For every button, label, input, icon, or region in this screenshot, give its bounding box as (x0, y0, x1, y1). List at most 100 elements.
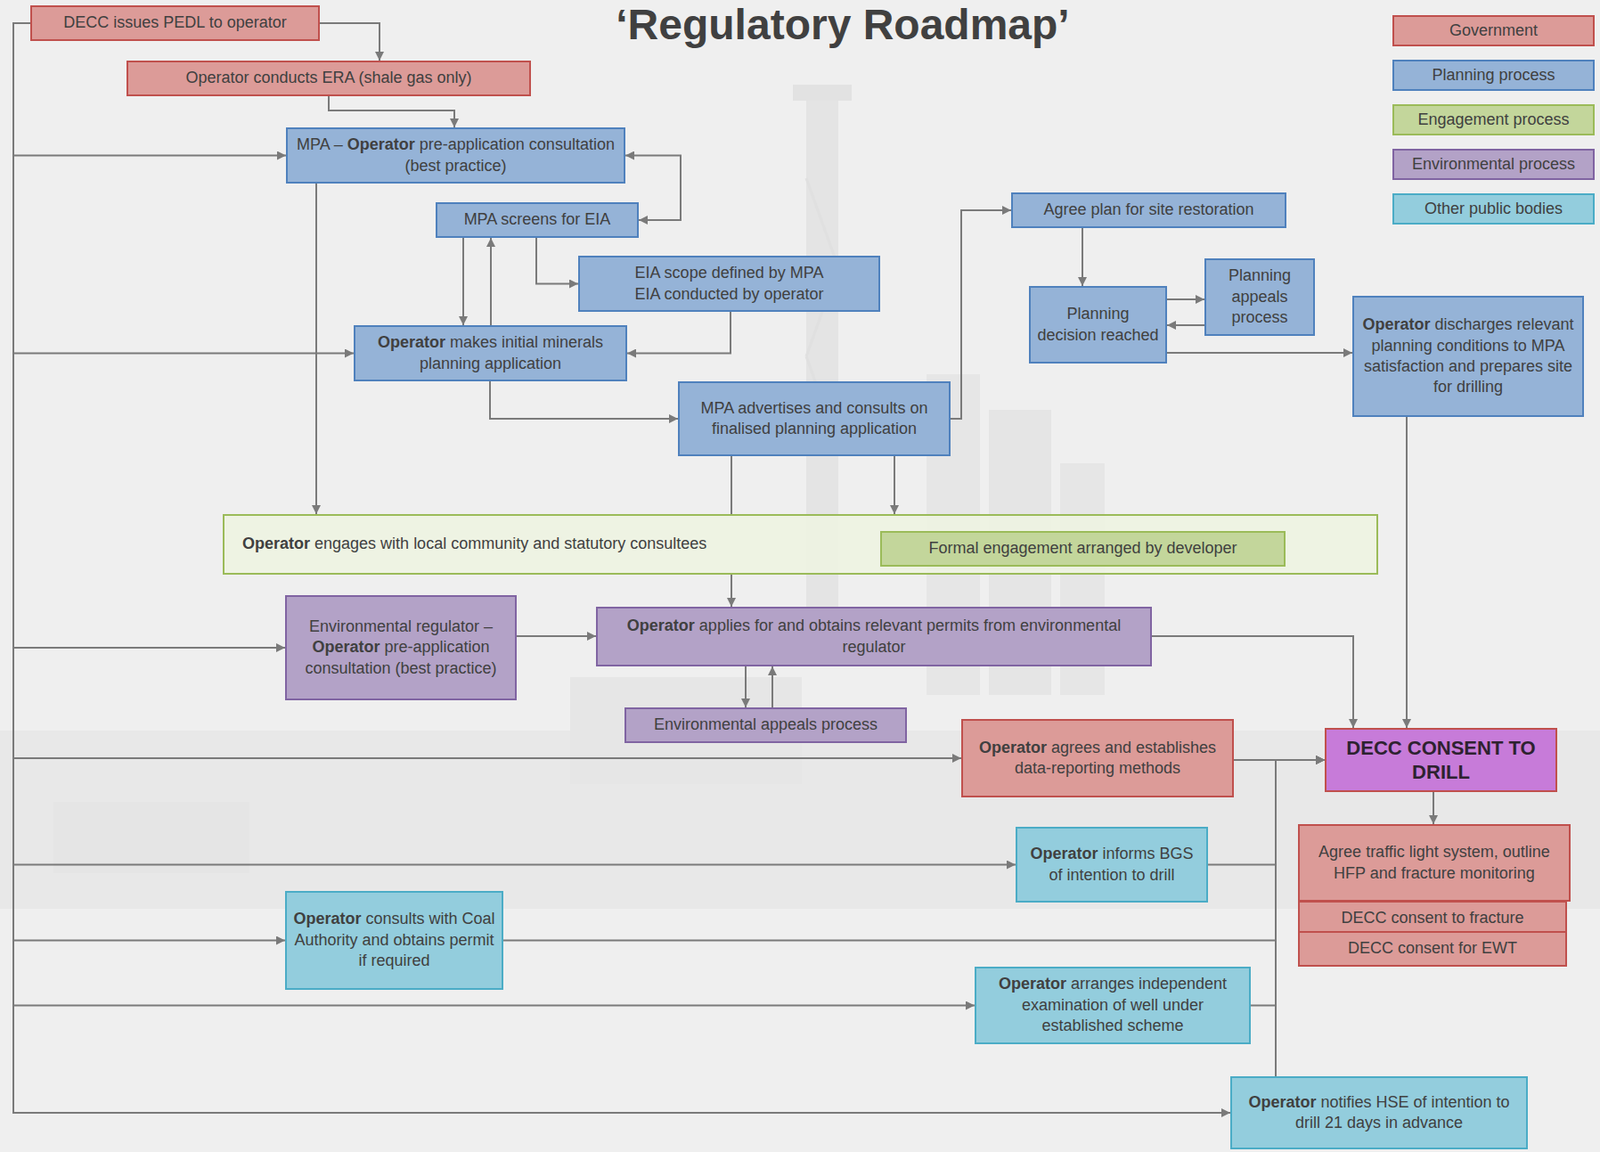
connector-arrow (771, 666, 774, 708)
text-run: regulator (841, 637, 906, 656)
connector-arrow (1151, 636, 1354, 728)
box-text: Formal engagement arranged by developer (928, 538, 1237, 559)
text-run: to (1513, 336, 1532, 355)
box-text: Planning decision reached (1036, 303, 1160, 346)
text-run: well (1130, 995, 1163, 1014)
text-run: Authority (293, 930, 362, 949)
box-text: Environmental regulator – Operator pre-a… (293, 616, 509, 679)
connector-arrow (13, 23, 286, 941)
planning-box: MPA – Operator pre-application consultat… (285, 127, 626, 184)
text-run: advance (1402, 1113, 1463, 1132)
text-run: Coal (462, 909, 496, 928)
text-run: intention (1066, 865, 1132, 884)
public-body-box: Operator notifies HSE of intention to dr… (1230, 1076, 1528, 1150)
diagram-title: ‘Regulatory Roadmap’ (441, 0, 1244, 50)
text-run: Operator (377, 333, 450, 352)
text-run: consultees (629, 534, 707, 553)
legend-swatch: Government (1392, 15, 1595, 47)
text-run: and (532, 534, 564, 553)
text-run: consultation (529, 135, 615, 154)
text-run: from (983, 616, 1021, 635)
box-text: Operator informs BGS of intention to dri… (1023, 843, 1200, 886)
text-run: relevant (865, 616, 927, 635)
text-run: MPA (1531, 336, 1566, 355)
connector-arrow (950, 210, 1012, 419)
text-run: required (370, 951, 430, 970)
text-run: Environmental (309, 617, 417, 636)
text-run: notifies (1320, 1093, 1376, 1111)
text-run: – (334, 135, 348, 154)
text-run: obtains (393, 930, 450, 949)
text-run: Operator (242, 534, 315, 553)
box-text: Operator arranges independent examinatio… (982, 973, 1243, 1037)
legend-text: Government (1449, 20, 1538, 41)
text-run: environmental (1020, 616, 1121, 635)
public-body-box: Operator arranges independent examinatio… (974, 966, 1251, 1045)
legend-text: Other public bodies (1424, 198, 1563, 220)
box-text: Planning appeals process (1212, 265, 1307, 328)
text-run: intention (1431, 1093, 1497, 1111)
text-run: to (1132, 865, 1151, 884)
text-run: practice) (435, 659, 498, 678)
planning-box: Agree plan for site restoration (1011, 192, 1287, 229)
text-run: and (361, 930, 393, 949)
planning-box: EIA scope defined by MPAEIA conducted by… (578, 255, 881, 312)
text-run: and (1104, 738, 1136, 757)
environmental-box: Environmental appeals process (624, 707, 907, 743)
public-body-box: Operator consults with Coal Authority an… (285, 890, 504, 990)
text-run: of (1413, 1093, 1432, 1111)
text-run: data-reporting (1014, 759, 1119, 777)
environmental-box: Environmental regulator – Operator pre-a… (285, 595, 517, 701)
legend-text: Engagement process (1417, 109, 1569, 131)
text-run: drill (1295, 1113, 1325, 1132)
text-run: planning (1371, 336, 1437, 355)
engagement-band: Operator engages with local community an… (222, 514, 1379, 575)
connector-arrow (1405, 416, 1408, 728)
connector-arrow (13, 23, 1016, 866)
text-run: established (1041, 1016, 1127, 1035)
government-box: Operator agrees and establishes data-rep… (961, 718, 1234, 798)
government-box: DECC issues PEDL to operator (30, 5, 320, 41)
text-run: Operator (1248, 1093, 1321, 1111)
text-run: pre-application (383, 637, 490, 656)
planning-box: MPA advertises and consults on finalised… (677, 381, 951, 457)
connector-arrow (319, 23, 380, 61)
box-text: Operator notifies HSE of intention to dr… (1238, 1092, 1520, 1135)
text-run: for (754, 616, 778, 635)
text-run: applies (699, 616, 755, 635)
environmental-box: Operator applies for and obtains relevan… (595, 606, 1152, 667)
box-text: MPA – Operator pre-application consultat… (293, 134, 618, 177)
box-text: EIA scope defined by MPA (635, 262, 825, 284)
text-run: scheme (1127, 1016, 1184, 1035)
connector-arrow (489, 237, 492, 326)
connector-arrow (328, 96, 455, 128)
text-run: of (1112, 995, 1131, 1014)
legend-swatch: Engagement process (1392, 104, 1595, 136)
text-run: permit (449, 930, 495, 949)
text-run: regulator (416, 617, 484, 636)
text-run: with (429, 909, 463, 928)
text-run: site (1547, 357, 1573, 376)
legend-swatch: Environmental process (1392, 148, 1595, 180)
text-run: planning (419, 354, 485, 373)
box-text: Operator applies for and obtains relevan… (604, 615, 1144, 658)
text-run: minerals (542, 333, 604, 352)
connector-arrow (1167, 324, 1205, 327)
text-run: to (1496, 1093, 1511, 1111)
connector-arrow (1081, 228, 1084, 286)
box-text: EIA conducted by operator (634, 284, 824, 305)
text-run: community (450, 534, 533, 553)
text-run: Operator (998, 974, 1071, 993)
connector-arrow (893, 456, 896, 515)
text-run: Operator (293, 909, 366, 928)
box-text: DECC CONSENT TO DRILL (1332, 735, 1550, 785)
text-run: (best (395, 659, 436, 678)
text-run: (best (404, 156, 445, 175)
box-text: Agree plan for site restoration (1043, 199, 1254, 221)
box-text: Agree traffic light system, outline HFP … (1306, 841, 1563, 884)
text-run: 21 (1324, 1113, 1347, 1132)
connector-arrow (462, 237, 465, 326)
box-text: DECC consent for EWT (1347, 938, 1518, 959)
